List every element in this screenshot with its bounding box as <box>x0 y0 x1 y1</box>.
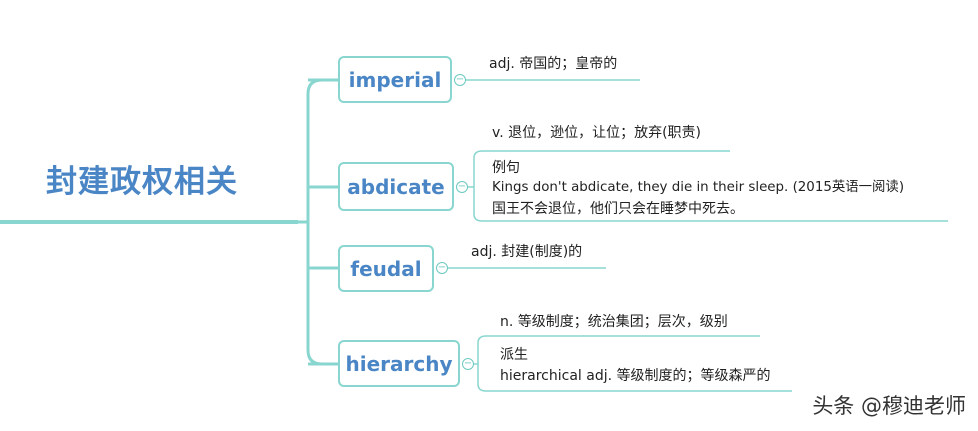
collapse-icon[interactable]: − <box>462 358 474 370</box>
note-imperial-definition: adj. 帝国的；皇帝的 <box>489 56 618 72</box>
note-abdicate-example-zh: 国王不会退位，他们只会在睡梦中死去。 <box>492 201 744 217</box>
spine-connector <box>306 78 323 366</box>
topic-feudal[interactable]: feudal <box>338 245 434 292</box>
note-hierarchy-definition: n. 等级制度；统治集团；层次，级别 <box>500 314 728 330</box>
note-abdicate-definition: v. 退位，逊位，让位；放弃(职责) <box>492 125 702 141</box>
note-bracket-hierarchy <box>477 335 487 392</box>
topic-abdicate[interactable]: abdicate <box>338 162 454 211</box>
note-bracket-abdicate <box>473 150 483 222</box>
root-topic[interactable]: 封建政权相关 <box>46 164 238 200</box>
collapse-icon[interactable]: − <box>454 74 466 86</box>
topic-imperial[interactable]: imperial <box>338 56 452 103</box>
note-feudal-definition: adj. 封建(制度)的 <box>471 244 583 260</box>
collapse-icon[interactable]: − <box>436 262 448 274</box>
watermark: 头条 @穆迪老师 <box>812 394 966 418</box>
collapse-icon[interactable]: − <box>456 181 468 193</box>
topic-hierarchy[interactable]: hierarchy <box>338 340 460 387</box>
note-abdicate-example-heading: 例句 <box>492 160 520 176</box>
note-abdicate-example-en: Kings don't abdicate, they die in their … <box>492 180 905 195</box>
note-hierarchy-derivative-heading: 派生 <box>500 347 528 363</box>
note-hierarchy-derivative-text: hierarchical adj. 等级制度的；等级森严的 <box>500 368 771 384</box>
